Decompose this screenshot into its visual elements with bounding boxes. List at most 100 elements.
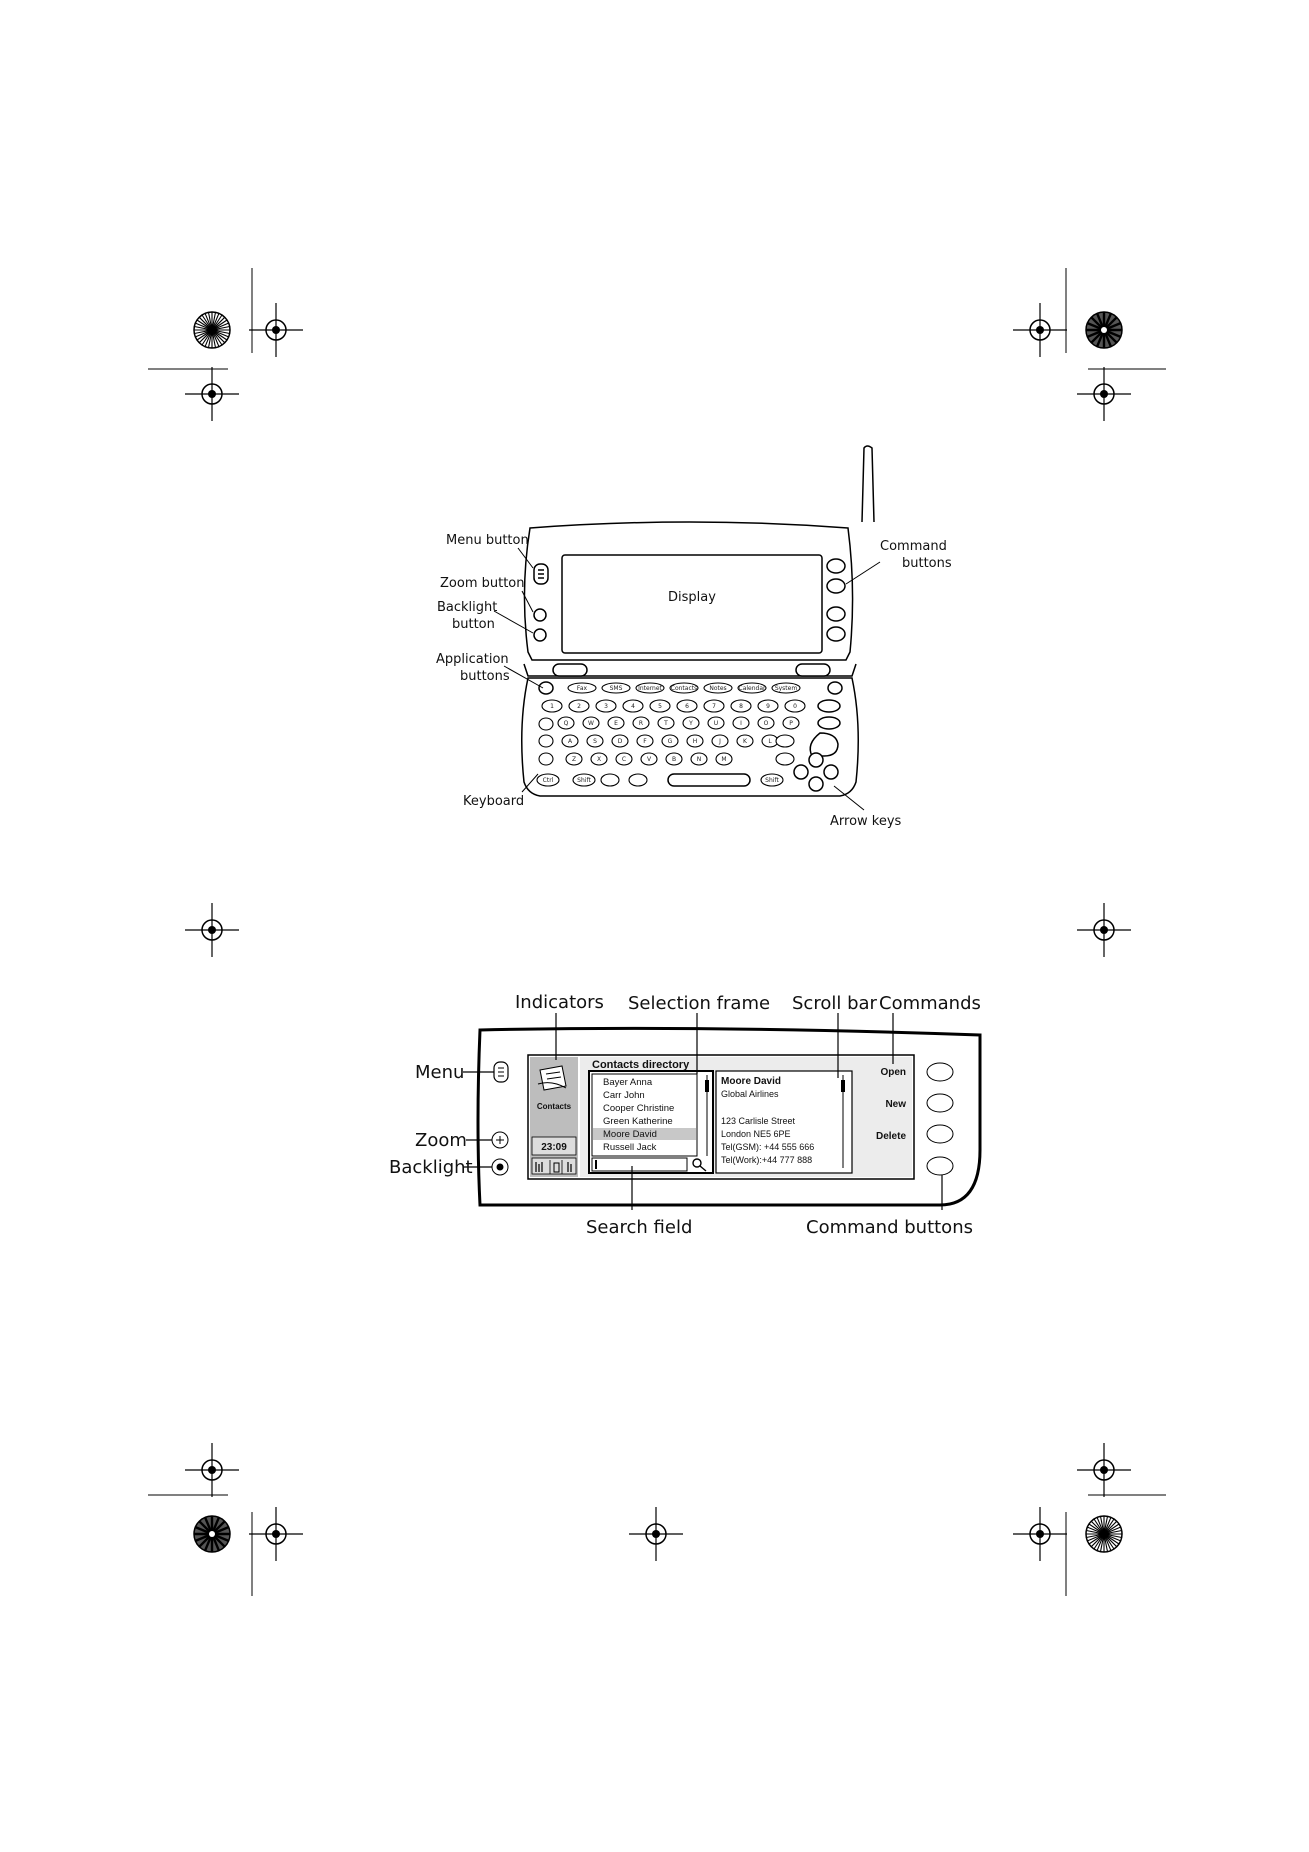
key-label: 9: [766, 703, 770, 710]
command-delete[interactable]: Delete: [876, 1131, 906, 1142]
arrow-down-key: [808, 776, 824, 792]
key: I: [732, 716, 750, 730]
backlight-label: Backlight: [389, 1157, 473, 1178]
key-label: G: [668, 738, 673, 745]
command-buttons-label: Command buttons: [806, 1217, 973, 1238]
key-label: Z: [572, 756, 576, 763]
key-label: L: [768, 738, 772, 745]
crosshair-mark-icon: [1012, 302, 1068, 358]
key-label: K: [743, 738, 748, 745]
list-item[interactable]: Cooper Christine: [603, 1103, 674, 1114]
key-label: Y: [688, 720, 693, 727]
key: Z: [565, 752, 583, 766]
command-hw-button-icon: [926, 1093, 954, 1113]
key: Y: [682, 716, 700, 730]
scroll-bar-label: Scroll bar: [792, 993, 878, 1014]
key: P: [782, 716, 800, 730]
indicators-label: Indicators: [515, 992, 604, 1013]
key-label: M: [721, 756, 726, 763]
key-label: H: [693, 738, 698, 745]
command-button-icon: [826, 626, 846, 642]
key-label: 5: [658, 703, 662, 710]
search-field[interactable]: [591, 1157, 688, 1172]
key: U: [707, 716, 725, 730]
command-open[interactable]: Open: [880, 1067, 906, 1078]
key: Notes: [703, 682, 733, 694]
key: S: [586, 734, 604, 748]
key-label: A: [568, 738, 573, 745]
key: Internet: [635, 682, 665, 694]
key: Shift: [572, 773, 596, 787]
key: 4: [622, 699, 644, 713]
key: J: [711, 734, 729, 748]
crosshair-mark-icon: [1076, 902, 1132, 958]
key: Shift: [760, 773, 784, 787]
command-button-icon: [826, 606, 846, 622]
indicator-app-name: Contacts: [537, 1102, 572, 1111]
key: 8: [730, 699, 752, 713]
key-label: R: [639, 720, 643, 727]
crosshair-mark-icon: [184, 902, 240, 958]
star-mark-dark-icon: [192, 1514, 232, 1554]
key: R: [632, 716, 650, 730]
list-item[interactable]: Green Katherine: [603, 1116, 673, 1127]
display-label: Display: [668, 590, 716, 605]
list-item[interactable]: Russell Jack: [603, 1142, 657, 1153]
key: SMS: [601, 682, 631, 694]
key: Fax: [567, 682, 597, 694]
key-label: W: [588, 720, 594, 727]
key-label: T: [663, 720, 668, 727]
list-item[interactable]: Carr John: [603, 1090, 645, 1101]
zoom-button-label: Zoom button: [440, 576, 525, 591]
key-label: J: [718, 738, 721, 745]
key: 1: [541, 699, 563, 713]
key-label: 3: [604, 703, 608, 710]
key: 6: [676, 699, 698, 713]
list-item[interactable]: Moore David: [603, 1129, 657, 1140]
key: Contacts: [669, 682, 699, 694]
crosshair-mark-icon: [248, 1506, 304, 1562]
crosshair-mark-icon: [1012, 1506, 1068, 1562]
key: O: [757, 716, 775, 730]
key: T: [657, 716, 675, 730]
arrow-right-key: [823, 764, 839, 780]
command-new[interactable]: New: [885, 1099, 906, 1110]
display-frame: [561, 554, 823, 654]
backlight-button-label-1: Backlight: [437, 600, 497, 615]
detail-company: Global Airlines: [721, 1089, 779, 1099]
key: K: [736, 734, 754, 748]
key: 3: [595, 699, 617, 713]
key-label: Contacts: [671, 685, 697, 692]
star-mark-icon: [193, 311, 231, 349]
detail-tel-gsm: Tel(GSM): +44 555 666: [721, 1142, 814, 1152]
key: [538, 717, 554, 731]
list-item[interactable]: Bayer Anna: [603, 1077, 653, 1088]
key-label: S: [593, 738, 597, 745]
key: N: [690, 752, 708, 766]
key: C: [615, 752, 633, 766]
key-label: D: [618, 738, 623, 745]
key-label: Shift: [765, 777, 779, 784]
key-label: 4: [631, 703, 635, 710]
search-magnifier-icon: [692, 1158, 707, 1172]
key: W: [582, 716, 600, 730]
key-label: System: [775, 685, 798, 692]
hinge: [523, 663, 857, 677]
signal-strength-icon: [535, 1162, 543, 1172]
key: [538, 734, 554, 748]
key-label: 6: [685, 703, 689, 710]
battery-icon: [553, 1162, 560, 1173]
key: 7: [703, 699, 725, 713]
key-label: C: [622, 756, 626, 763]
star-mark-icon: [1085, 1515, 1123, 1553]
directory-title: Contacts directory: [592, 1059, 690, 1071]
key-label: O: [764, 720, 769, 727]
command-button-icon: [826, 578, 846, 594]
contact-detail-pane: Moore David Global Airlines 123 Carlisle…: [715, 1070, 853, 1174]
crosshair-mark-icon: [1076, 366, 1132, 422]
key: 5: [649, 699, 671, 713]
contacts-app-icon: [537, 1065, 567, 1091]
key: Ctrl: [536, 773, 560, 787]
key: G: [661, 734, 679, 748]
